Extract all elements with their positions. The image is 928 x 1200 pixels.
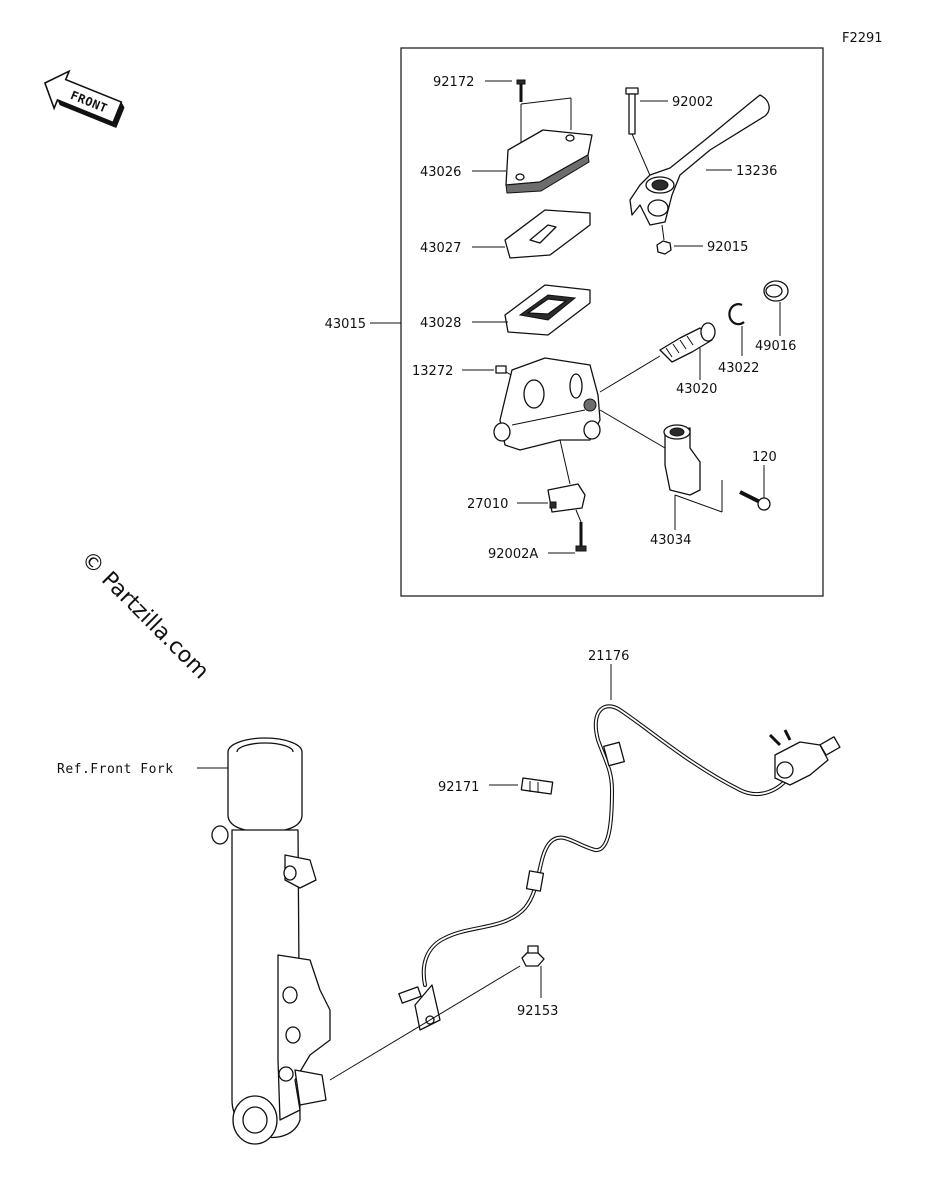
part-label-43020: 43020 [676,382,717,397]
master-cylinder-assembly-box [400,47,824,597]
part-label-13236: 13236 [736,164,777,179]
diaphragm-43028 [504,284,591,336]
clamp-92171 [520,777,554,795]
part-label-49016: 49016 [755,339,796,354]
reservoir-cap-43026 [505,129,593,194]
part-label-92172: 92172 [433,75,474,90]
front-arrow-icon: FRONT [43,69,125,129]
part-label-92171: 92171 [438,780,479,795]
master-cylinder-body [493,357,601,451]
part-label-21176: 21176 [588,649,629,664]
part-label-120: 120 [752,450,777,465]
part-label-92015: 92015 [707,240,748,255]
bolt-120 [739,490,771,511]
part-label-92002: 92002 [672,95,713,110]
part-label-43034: 43034 [650,533,691,548]
screw-92172 [516,79,526,102]
part-label-92002A: 92002A [488,547,538,562]
screw-13272 [495,365,507,374]
circlip-43022 [728,303,745,326]
group-label-43015: 43015 [325,317,366,332]
part-label-27010: 27010 [467,497,508,512]
holder-43034 [663,424,701,496]
brake-lever-13236 [629,94,770,226]
abs-sensor-21176 [398,704,841,1031]
watermark: © Partzilla.com [76,547,214,685]
bolt-92153 [521,945,545,967]
boot-49016 [763,280,789,302]
part-label-43022: 43022 [718,361,759,376]
part-label-92153: 92153 [517,1004,558,1019]
diagram-id: F2291 [842,31,883,46]
brake-switch-27010 [547,483,586,513]
front-fork [211,737,331,1145]
part-label-43026: 43026 [420,165,461,180]
reference-label: Ref.Front Fork [57,762,174,777]
part-label-43028: 43028 [420,316,461,331]
part-label-43027: 43027 [420,241,461,256]
bolt-92002 [625,87,639,135]
plate-43027 [504,209,591,259]
piston-kit-43020 [659,322,716,363]
screw-92002A [575,522,587,552]
nut-92015 [656,240,672,255]
part-label-13272: 13272 [412,364,453,379]
